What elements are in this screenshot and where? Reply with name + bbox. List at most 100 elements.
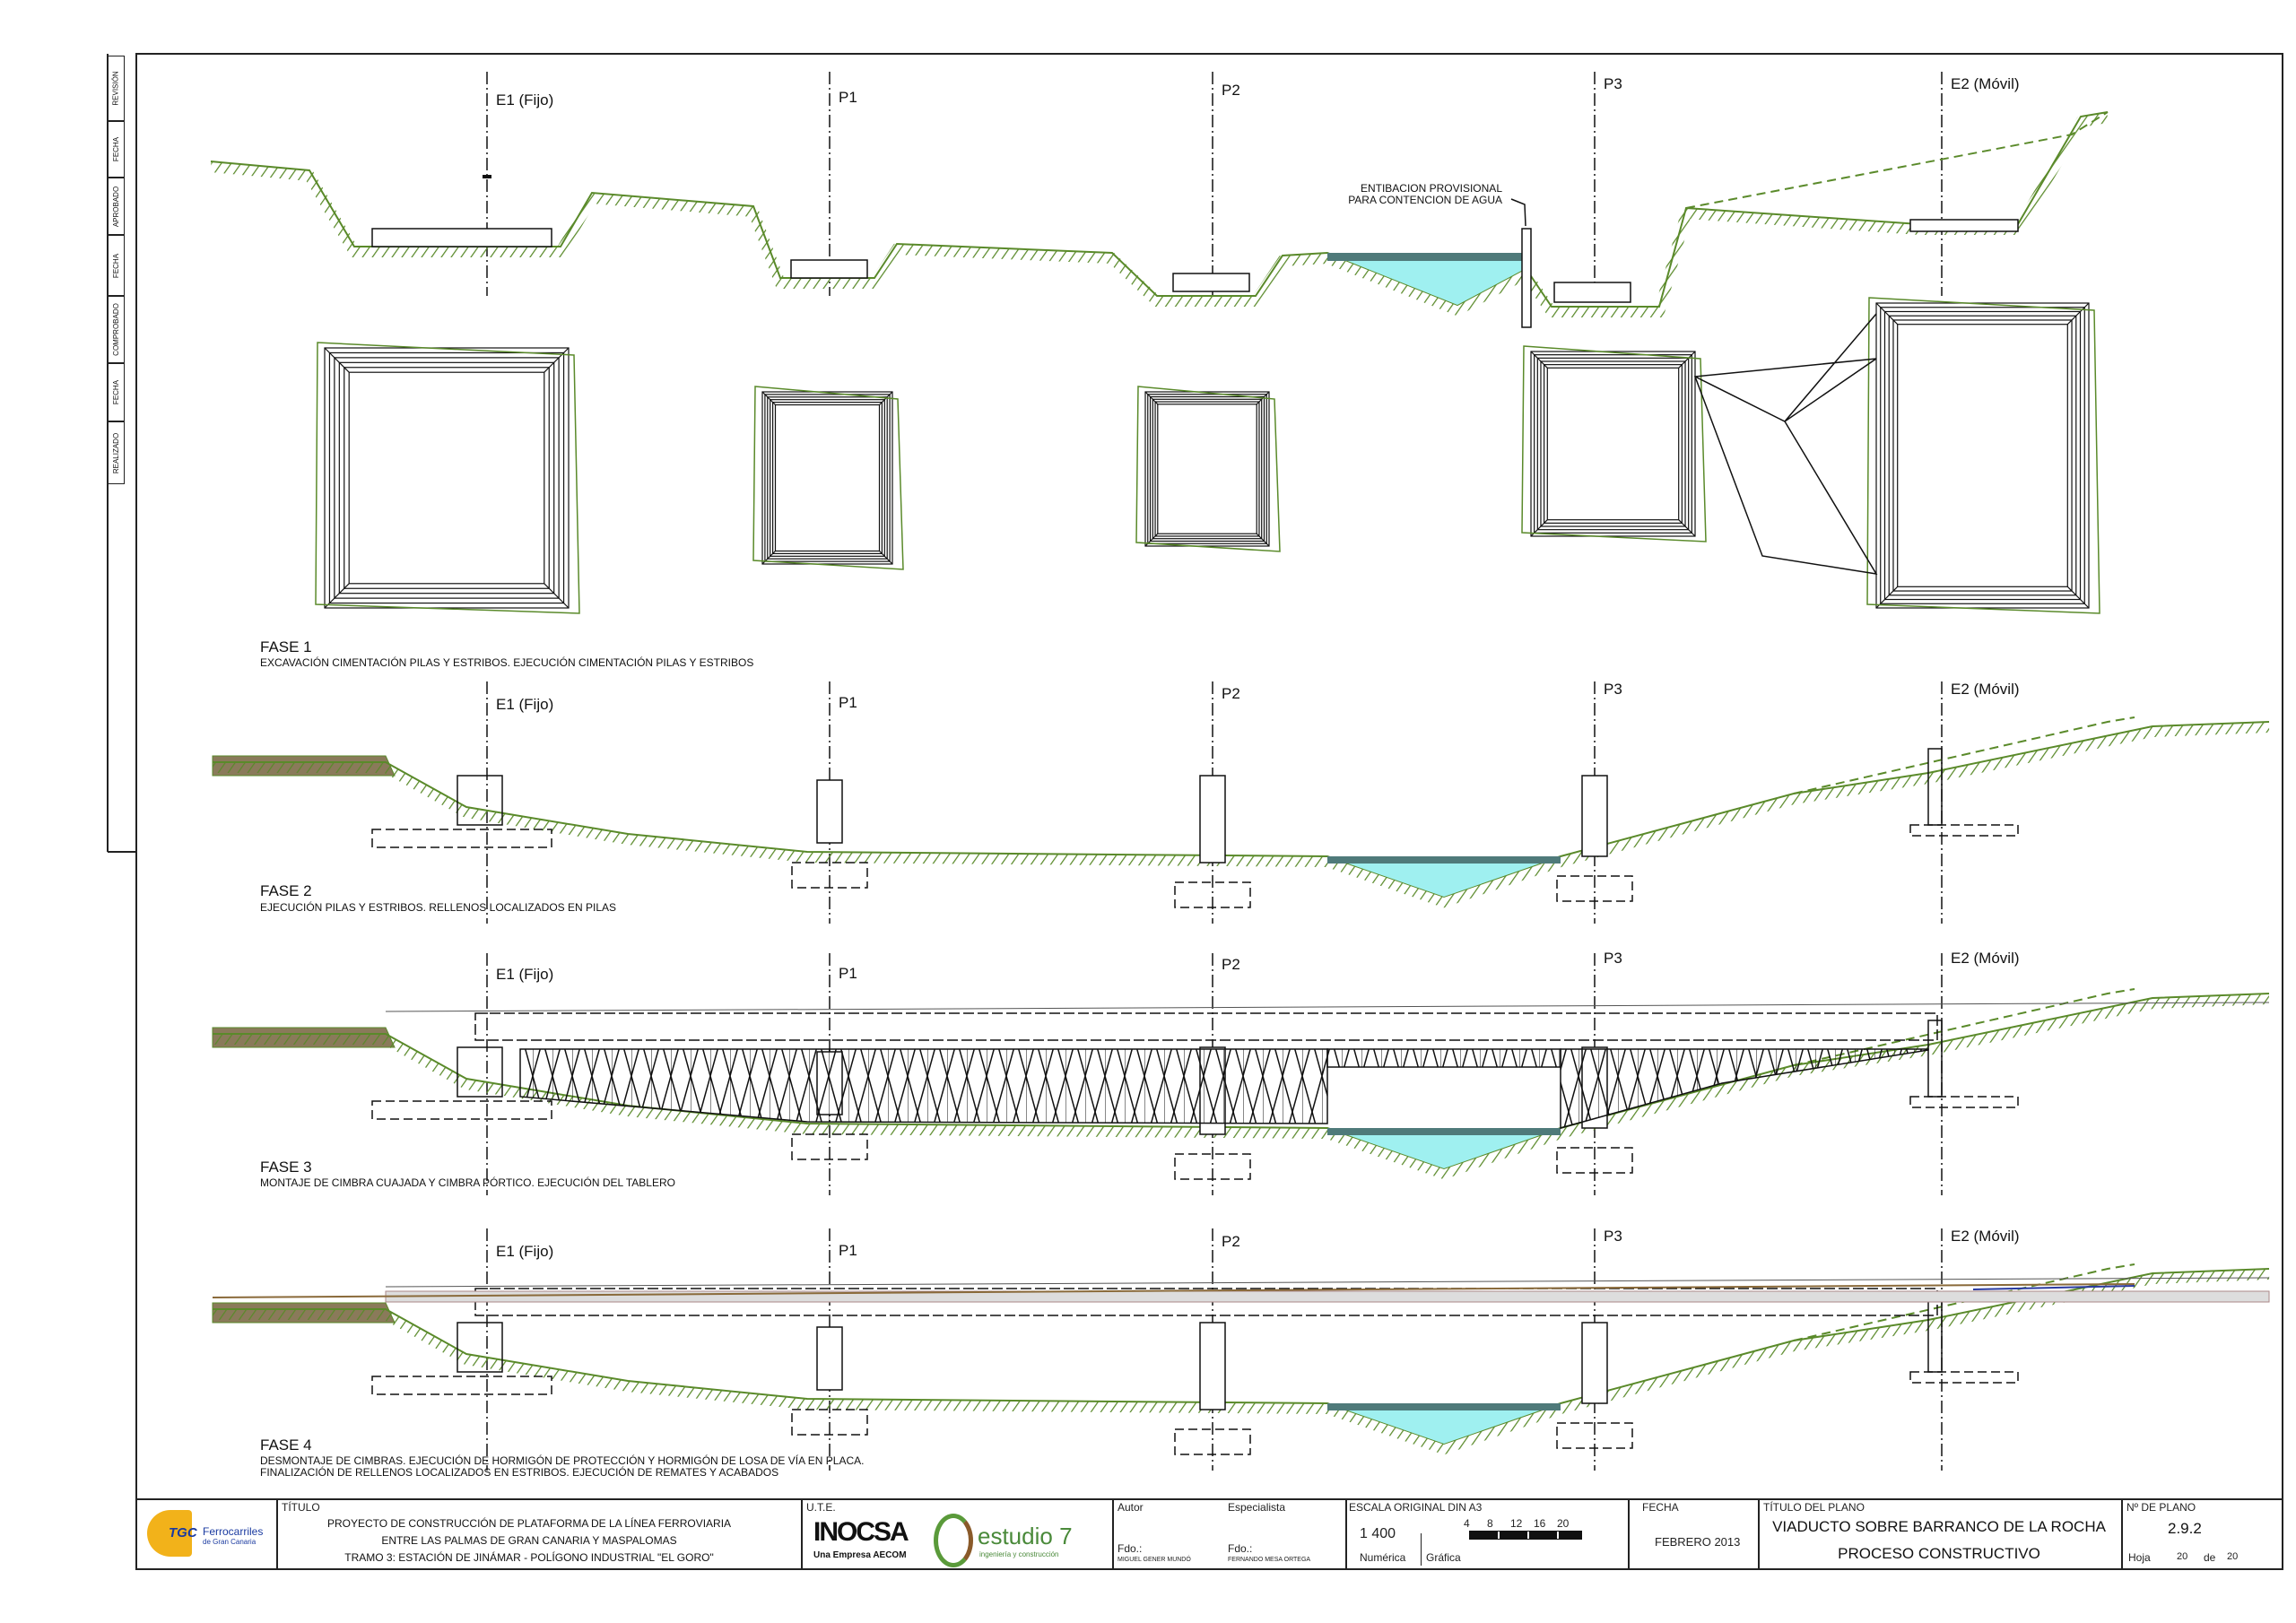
water-surface [1327, 1128, 1561, 1135]
plano-number: 2.9.2 [2168, 1520, 2202, 1537]
footprint-outline [761, 391, 893, 565]
water [1327, 1403, 1561, 1444]
axis-label: P1 [839, 89, 857, 106]
estudio7-sub: ingeniería y construcción [979, 1550, 1059, 1558]
excavation-outline [1521, 345, 1707, 542]
ground-hatch [213, 722, 2270, 908]
revision-strip-cell: FECHA [108, 121, 125, 178]
footprint-outline [1883, 310, 2082, 601]
annotation-line-2: PARA CONTENCION DE AGUA [1348, 194, 1502, 206]
axis-label: E2 (Móvil) [1951, 75, 2020, 92]
footprint-corner [2066, 302, 2090, 325]
pier-footing [1174, 1428, 1251, 1455]
plano-subtitle: PROCESO CONSTRUCTIVO [1838, 1545, 2040, 1562]
axis-label: E2 (Móvil) [1951, 950, 2020, 967]
revision-strip-cell: REALIZADO [108, 421, 125, 484]
abutment-footing [1909, 824, 2019, 837]
footprint-corner [761, 551, 776, 565]
autor-fdo: Fdo.: [1118, 1542, 1143, 1555]
logo-name: Ferrocarriles [203, 1525, 264, 1538]
ground-line-dashed [1793, 1263, 2135, 1341]
footprint-corner [761, 391, 776, 405]
especialista-label: Especialista [1228, 1501, 1286, 1514]
ground-line [213, 721, 2270, 898]
footprint-corner [544, 347, 570, 373]
pier-footing [1174, 1153, 1251, 1180]
footing [1909, 219, 2019, 232]
abutment-e2 [1927, 748, 1943, 826]
revision-strip-cell: REVISIÓN [108, 56, 125, 121]
axis-label: E1 (Fijo) [496, 1243, 554, 1260]
axis-label: E1 (Fijo) [496, 91, 554, 108]
numerica-label: Numérica [1360, 1551, 1406, 1564]
autor-cell: Autor Fdo.: MIGUEL GENER MUNDÓ [1112, 1499, 1206, 1569]
footprint-corner [1144, 533, 1159, 547]
escala-cell: ESCALA ORIGINAL DIN A3 1 400 Numérica Gr… [1345, 1499, 1628, 1569]
ground-line-dashed [1685, 111, 2109, 209]
pier [816, 779, 843, 844]
footing [1553, 282, 1631, 303]
footprint-corner [544, 583, 570, 609]
footing [1172, 273, 1250, 292]
especialista-fdo: Fdo.: [1228, 1542, 1253, 1555]
footprint-outline [1147, 394, 1267, 544]
pier-footing [1556, 1422, 1633, 1449]
logo-sub: de Gran Canaria [203, 1538, 257, 1546]
water [1327, 856, 1561, 897]
rail-line [212, 1283, 2135, 1298]
pier-footing [1556, 875, 1633, 902]
abutment-footing [1909, 1096, 2019, 1108]
falsework-truss [519, 1048, 1328, 1124]
blue-line [1972, 1285, 2135, 1290]
revision-strip-cell: APROBADO [108, 178, 125, 235]
footprint-outline [1530, 351, 1696, 537]
axis-label: P3 [1604, 1228, 1622, 1245]
axis-label: P3 [1604, 75, 1622, 92]
pier [1199, 775, 1226, 864]
ground-hatch [210, 161, 1527, 317]
plano-label: TÍTULO DEL PLANO [1763, 1501, 1865, 1514]
pier-footing [791, 1133, 868, 1160]
footprint-outline [1897, 324, 2068, 587]
portal-falsework [1326, 1048, 1561, 1068]
footprint-corner [1678, 351, 1696, 369]
slope-lines [1693, 313, 1878, 575]
de-label: de [2204, 1551, 2216, 1564]
footprint-outline [770, 399, 885, 557]
plano-title: VIADUCTO SOBRE BARRANCO DE LA ROCHA [1772, 1518, 2106, 1535]
footprint-outline [344, 367, 550, 589]
footprint-corner [879, 551, 893, 565]
footprint-outline [764, 394, 891, 562]
abutment-e1 [457, 1046, 503, 1098]
fecha-label: FECHA [1642, 1501, 1679, 1514]
axis-label: P3 [1604, 681, 1622, 698]
footprint-corner [1256, 533, 1270, 547]
titulo-line-1: PROYECTO DE CONSTRUCCIÓN DE PLATAFORMA D… [326, 1517, 732, 1530]
falsework-truss [1560, 1048, 1929, 1129]
graphic-scale-bar [1469, 1531, 1582, 1540]
ground-hatch [213, 994, 2270, 1180]
hoja-number: 20 [2177, 1551, 2188, 1562]
plano-number-label: Nº DE PLANO [2126, 1501, 2196, 1514]
autor-name: MIGUEL GENER MUNDÓ [1118, 1557, 1191, 1563]
footprint-corner [2066, 586, 2090, 609]
footprint-outline [774, 404, 881, 552]
abutment-footing [371, 829, 552, 848]
footprint-outline [1875, 302, 2090, 609]
ground-line-dashed [1793, 716, 2135, 794]
annotation-line-1: ENTIBACION PROVISIONAL [1360, 182, 1502, 195]
ute-label: U.T.E. [806, 1501, 836, 1514]
footing [790, 259, 868, 279]
excavation-outline [1866, 297, 2100, 614]
scale-tick-label: 12 [1510, 1517, 1523, 1530]
autor-label: Autor [1118, 1501, 1144, 1514]
excavation-outline [752, 386, 904, 570]
axis-label: E2 (Móvil) [1951, 681, 2020, 698]
abutment-e2 [1927, 1020, 1943, 1098]
footprint-outline [334, 357, 560, 599]
pier-footing [791, 1409, 868, 1436]
logo-abbr: TGC [169, 1525, 197, 1541]
ground-line [1528, 111, 2109, 308]
footprint-outline [1546, 367, 1680, 521]
